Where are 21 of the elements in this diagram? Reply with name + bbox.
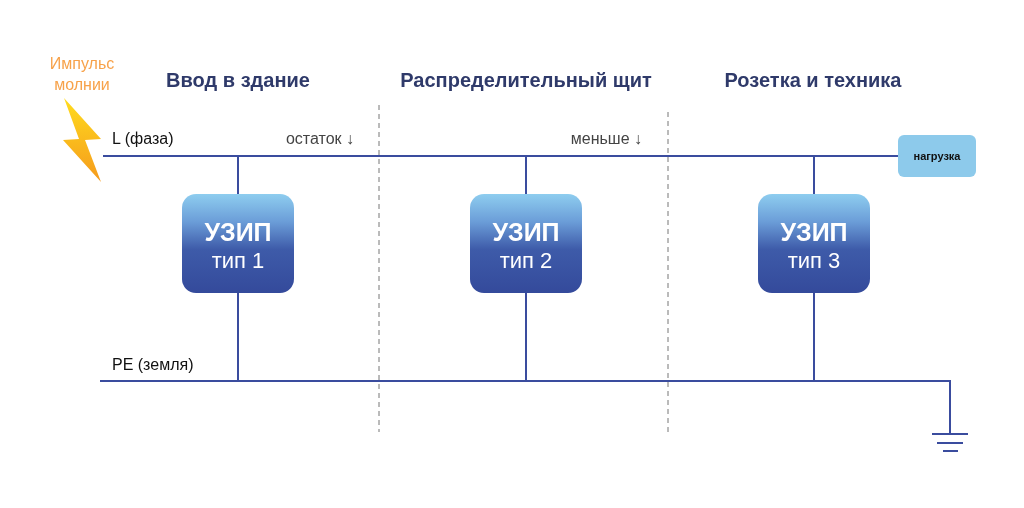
section-heading: Розетка и техника [723, 68, 903, 92]
spd-type: тип 1 [211, 246, 265, 275]
section-heading: Распределительный щит [399, 68, 653, 92]
node-label: Импульс молнии [48, 54, 116, 95]
spd-type: тип 2 [499, 246, 553, 275]
spd-title: УЗИП [204, 216, 272, 247]
spd-title: УЗИП [780, 216, 848, 247]
spd-box [470, 194, 582, 293]
spd-box [758, 194, 870, 293]
note-label: меньше ↓ [569, 129, 642, 149]
lightning-bolt-icon [62, 97, 103, 183]
wire-label: L (фаза) [112, 129, 175, 149]
ground-symbol [930, 433, 970, 453]
spd-type: тип 3 [787, 246, 841, 275]
section-heading: Ввод в здание [165, 68, 311, 92]
wire-label: PE (земля) [112, 355, 195, 375]
load-label: нагрузка [913, 150, 961, 162]
load-box [898, 135, 976, 177]
spd-box [182, 194, 294, 293]
note-label: остаток ↓ [284, 129, 354, 149]
spd-title: УЗИП [492, 216, 560, 247]
